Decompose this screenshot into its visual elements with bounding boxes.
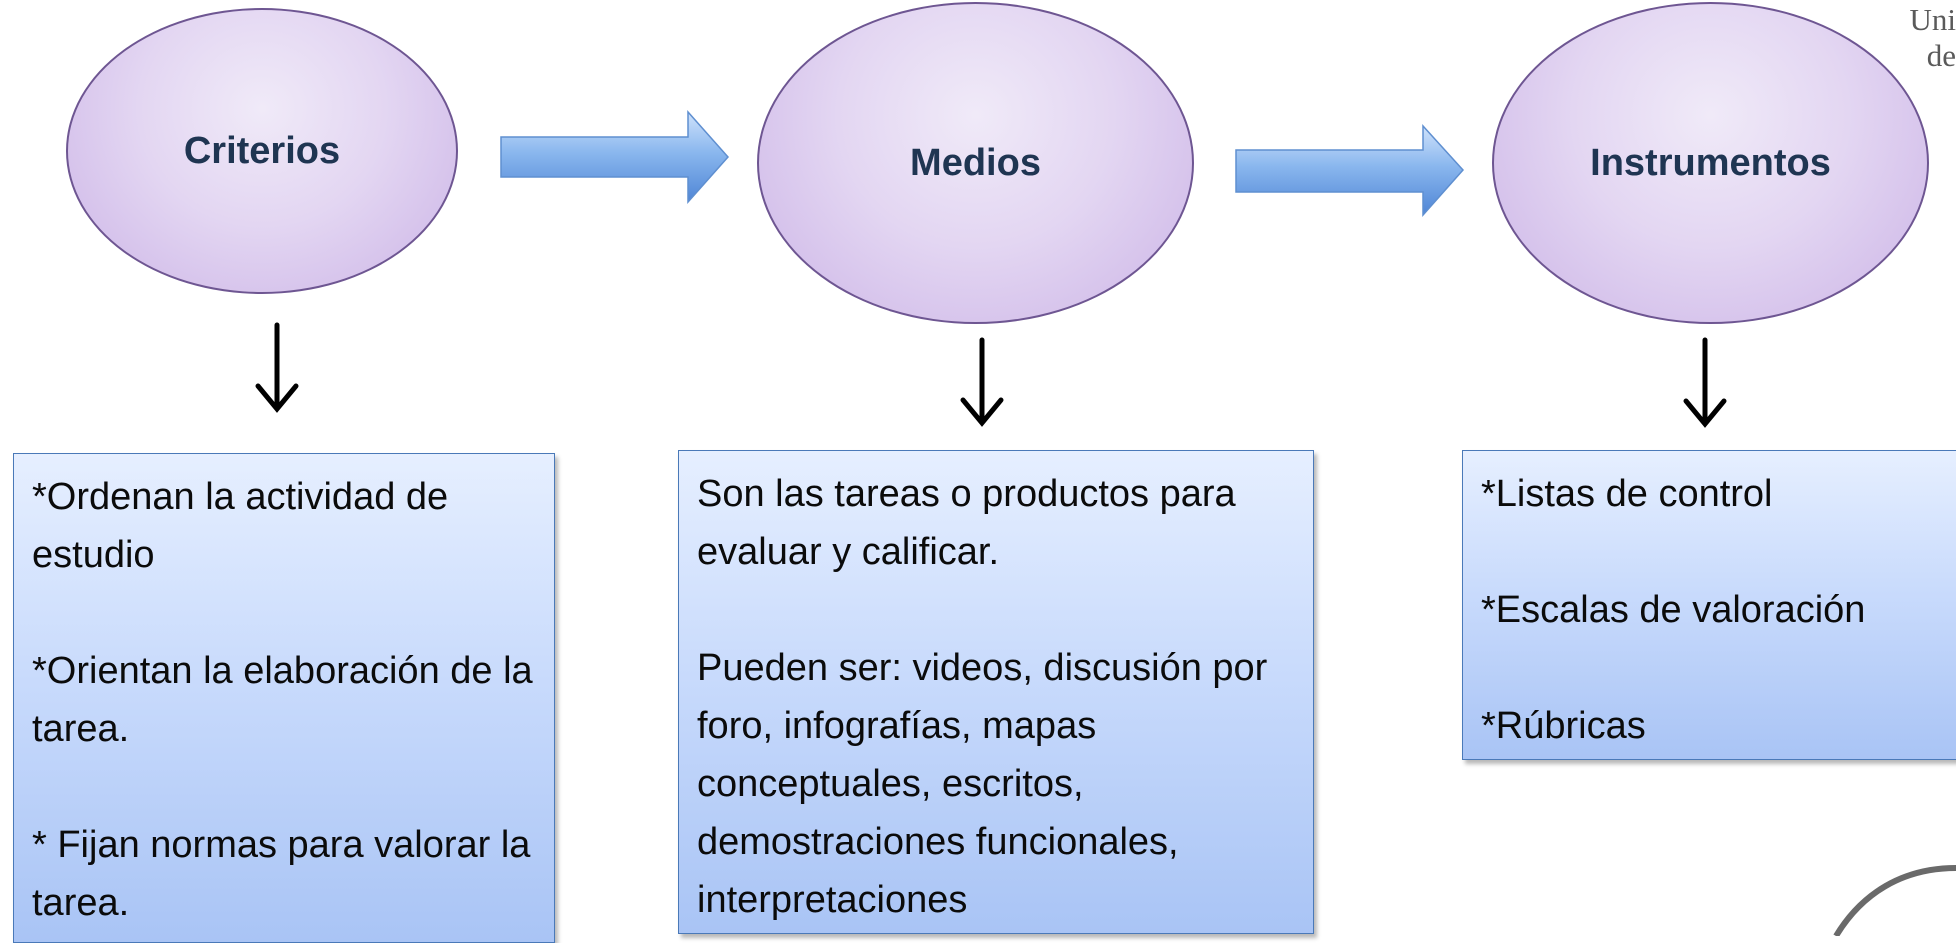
node-instrumentos-label: Instrumentos bbox=[1590, 142, 1831, 185]
instrumentos-item-3: *Rúbricas bbox=[1481, 697, 1953, 755]
node-criterios: Criterios bbox=[66, 8, 458, 294]
box-medios: Son las tareas o productos para evaluar … bbox=[678, 450, 1314, 934]
node-medios-label: Medios bbox=[910, 142, 1041, 185]
down-arrow-1 bbox=[258, 325, 296, 409]
box-criterios: *Ordenan la actividad de estudio *Orient… bbox=[13, 453, 555, 943]
logo-curve-decoration bbox=[1836, 868, 1956, 936]
criterios-item-2: *Orientan la elaboración de la tarea. bbox=[32, 642, 536, 758]
university-logo-text: Uni de bbox=[1910, 2, 1956, 74]
criterios-item-1: *Ordenan la actividad de estudio bbox=[32, 468, 536, 584]
flow-arrow-1 bbox=[501, 112, 728, 202]
box-instrumentos: *Listas de control *Escalas de valoració… bbox=[1462, 450, 1956, 760]
instrumentos-item-1: *Listas de control bbox=[1481, 465, 1953, 523]
down-arrow-2 bbox=[963, 340, 1001, 423]
flow-arrow-2 bbox=[1236, 126, 1463, 215]
node-instrumentos: Instrumentos bbox=[1492, 2, 1929, 324]
logo-line-2: de bbox=[1910, 38, 1956, 74]
node-criterios-label: Criterios bbox=[184, 130, 340, 173]
medios-item-2: Pueden ser: videos, discusión por foro, … bbox=[697, 639, 1295, 929]
instrumentos-item-2: *Escalas de valoración bbox=[1481, 581, 1953, 639]
down-arrow-3 bbox=[1686, 340, 1724, 424]
node-medios: Medios bbox=[757, 2, 1194, 324]
criterios-item-3: * Fijan normas para valorar la tarea. bbox=[32, 816, 536, 932]
medios-item-1: Son las tareas o productos para evaluar … bbox=[697, 465, 1295, 581]
logo-line-1: Uni bbox=[1910, 2, 1956, 38]
